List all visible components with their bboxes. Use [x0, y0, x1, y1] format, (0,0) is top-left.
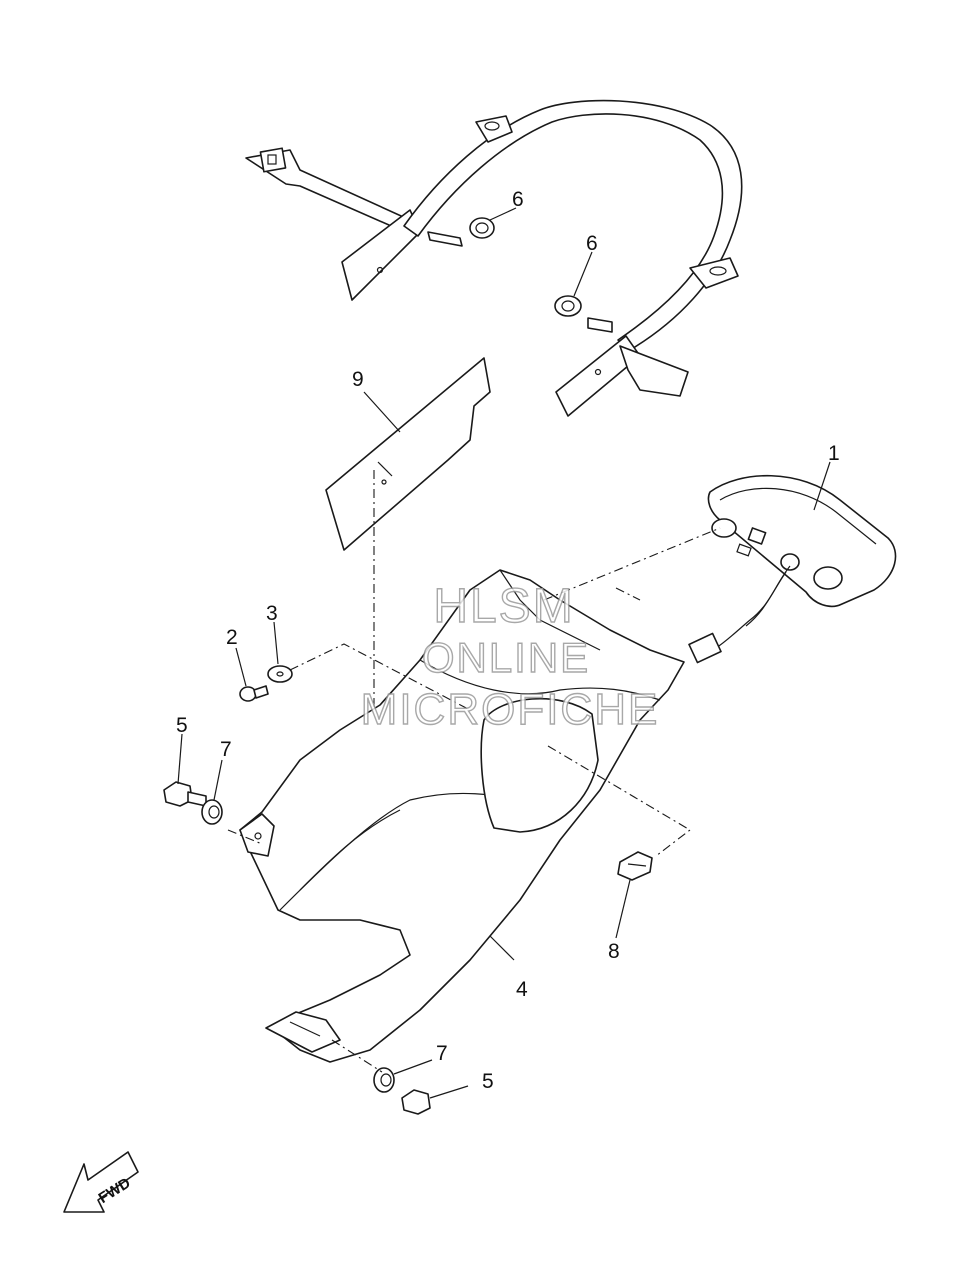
watermark-line-3: MICROFICHE — [361, 685, 660, 734]
washer-3[interactable] — [267, 665, 293, 683]
panel-9[interactable] — [325, 357, 491, 551]
callout-5-lower: 5 — [482, 1070, 494, 1093]
collar-7-lower[interactable] — [373, 1067, 395, 1093]
callout-labels: 1 2 3 4 5 5 6 6 7 7 8 9 — [176, 188, 840, 1093]
bolt-5-lower[interactable] — [401, 1089, 431, 1115]
watermark-line-1: HLSM — [433, 580, 574, 633]
bolt-5-upper[interactable] — [163, 781, 207, 807]
collar-7-upper[interactable] — [201, 799, 223, 825]
assembly-lines — [227, 527, 721, 1073]
grab-bar[interactable] — [245, 99, 743, 417]
callout-2: 2 — [226, 626, 238, 649]
rear-fender-4[interactable] — [239, 569, 685, 1063]
callout-8: 8 — [608, 940, 620, 963]
callout-1: 1 — [828, 442, 840, 465]
fwd-arrow-icon: FWD — [63, 1151, 139, 1213]
clip-8[interactable] — [617, 851, 653, 881]
callout-6-right: 6 — [586, 232, 598, 255]
callout-4: 4 — [516, 978, 528, 1001]
screw-2[interactable] — [239, 685, 269, 702]
callout-5-upper: 5 — [176, 714, 188, 737]
callout-3: 3 — [266, 602, 278, 625]
grommet-6-right[interactable] — [554, 295, 582, 317]
callout-7-upper: 7 — [220, 738, 232, 761]
callout-6-left: 6 — [512, 188, 524, 211]
grommet-6-left[interactable] — [469, 217, 495, 239]
tail-light-1[interactable] — [688, 474, 897, 664]
callout-7-lower: 7 — [436, 1042, 448, 1065]
watermark: HLSM ONLINE MICROFICHE — [360, 579, 660, 734]
callout-9: 9 — [352, 368, 364, 391]
leader-lines — [177, 207, 831, 1099]
watermark-line-2: ONLINE — [422, 634, 590, 681]
